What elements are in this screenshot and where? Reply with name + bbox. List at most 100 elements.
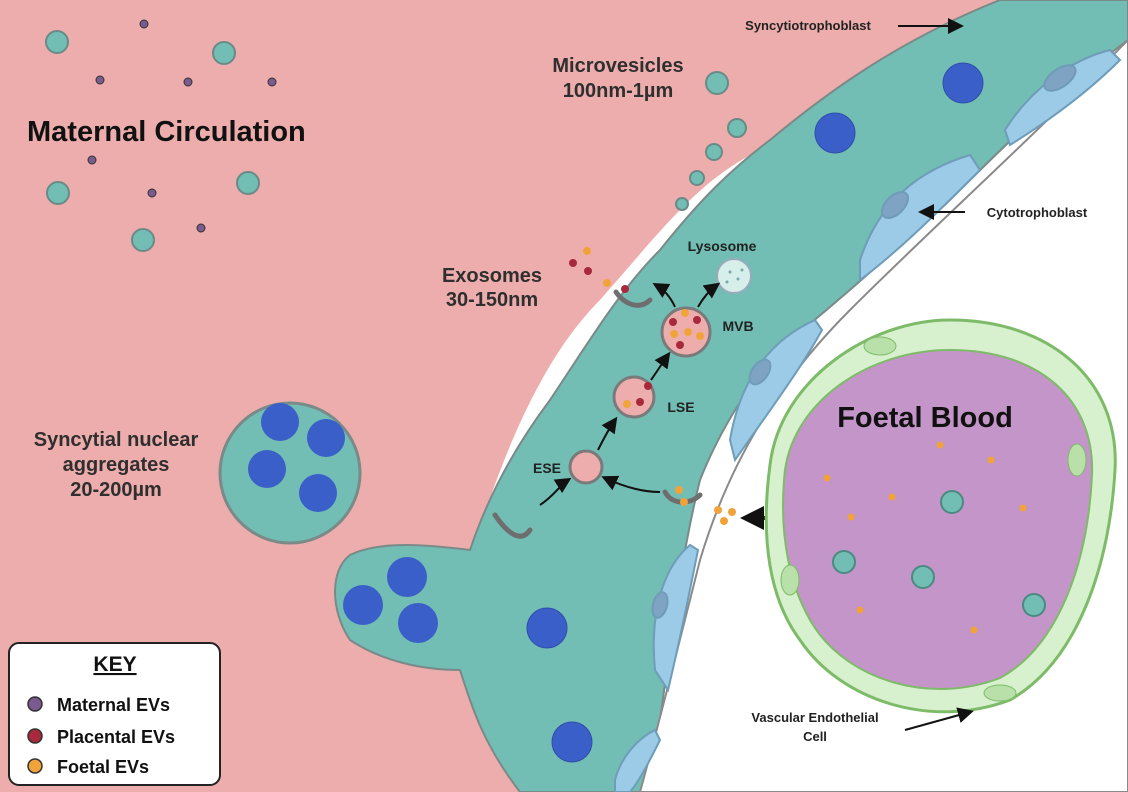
legend-swatch-placental [27,728,43,744]
foetal-ev [856,606,864,614]
legend-item-placental: Placental EVs [57,727,175,747]
nucleus [261,403,299,441]
maternal-ev [147,188,157,198]
endothelial-nucleus [863,336,897,356]
circulating-vesicle [236,171,260,195]
maternal-circulation-label: Maternal Circulation [27,116,306,148]
placental-ev [644,382,652,390]
nucleus [526,607,568,649]
circulating-vesicle [131,228,155,252]
foetal-ev [696,332,704,340]
foetal-ev [987,456,995,464]
syncytiotrophoblast-nuclei [526,62,984,763]
nucleus [307,419,345,457]
placental-ev [636,398,644,406]
foetal-vessel [764,318,1117,714]
cytotrophoblast-cell [728,318,824,463]
endothelial-nucleus [1067,443,1087,477]
cytotrophoblast-cells [614,48,1122,792]
cytotrophoblast-nucleus [651,591,669,619]
foetal-vesicle [940,490,964,514]
lysosome-label: Lysosome [688,238,757,254]
cytotrophoblast-nucleus [748,358,772,386]
cytotrophoblast-cell [1003,48,1122,147]
foetal-ev [675,486,683,494]
placental-ev [676,341,684,349]
microvesicle [705,71,729,95]
arrow-entry-to-ese [539,477,572,506]
snas-label-line2: aggregates [63,454,170,476]
foetal-ev [603,279,611,287]
exosomes-size-label: 30-150nm [446,289,538,311]
foetal-vesicle [911,565,935,589]
foetal-ev-uptake [675,486,736,525]
vascular-endothelial-label-line2: Cell [803,729,827,744]
maternal-ev [139,19,149,29]
syncytial-knot-nuclei [343,557,438,643]
nucleus [248,450,286,488]
lse-vesicle [612,375,656,419]
lysosome-vesicle [716,258,752,294]
exosomes-label: Exosomes [442,265,542,287]
microvesicle-buds [675,118,747,211]
foetal-vesicle [1022,593,1046,617]
foetal-ev [847,513,855,521]
nucleus [814,112,856,154]
ese-label: ESE [533,460,561,476]
foetal-ev [823,474,831,482]
legend-swatch-maternal [27,696,43,712]
endothelial-nucleus [983,684,1017,702]
foetal-ev [936,441,944,449]
endothelial-nucleus [780,564,800,596]
nucleus [343,585,383,625]
maternal-ev [183,77,193,87]
maternal-ev [87,155,97,165]
placental-ev [569,259,577,267]
syncytial-nuclear-aggregate [218,401,362,545]
foetal-vesicle [832,550,856,574]
cytotrophoblast-cell [652,543,700,693]
snas-size-label: 20-200µm [70,479,162,501]
foetal-ev [970,626,978,634]
maternal-ev [196,223,206,233]
arrow-ese-to-lse [597,416,618,451]
cytotrophoblast-cell [614,728,662,792]
placental-ev [693,316,701,324]
circulating-vesicle [46,181,70,205]
legend-title: KEY [93,653,136,676]
nucleus [387,557,427,597]
lse-label: LSE [667,399,694,415]
foetal-blood-label: Foetal Blood [837,402,1013,434]
maternal-ev [267,77,277,87]
cytotrophoblast-label: Cytotrophoblast [987,205,1088,220]
foetal-ev [888,493,896,501]
nucleus [942,62,984,104]
foetal-ev [1019,504,1027,512]
cytotrophoblast-nucleus [1043,64,1077,92]
nucleus [398,603,438,643]
endosomal-pathway [539,258,752,506]
syncytiotrophoblast-label: Syncytiotrophoblast [745,18,871,33]
foetal-ev [681,309,689,317]
ese-vesicle [568,449,604,485]
legend-item-foetal: Foetal EVs [57,757,149,777]
placental-ev [669,318,677,326]
foetal-ev [728,508,736,516]
vascular-pointer [904,707,974,731]
released-exosomes [569,247,629,293]
snas-label-line1: Syncytial nuclear [34,429,199,451]
cytotrophoblast-nucleus [881,191,909,219]
foetal-ev [670,330,678,338]
microvesicles-label: Microvesicles [552,55,683,77]
placental-ev [621,285,629,293]
foetal-ev [623,400,631,408]
legend-box: KEY Maternal EVs Placental EVs Foetal EV… [8,642,221,786]
arrow-lse-to-mvb [650,351,671,381]
arrow-foetal-uptake [601,475,661,493]
maternal-circulation-region [0,0,1000,792]
foetal-ev [680,498,688,506]
circulating-vesicle [45,30,69,54]
placental-ev [584,267,592,275]
